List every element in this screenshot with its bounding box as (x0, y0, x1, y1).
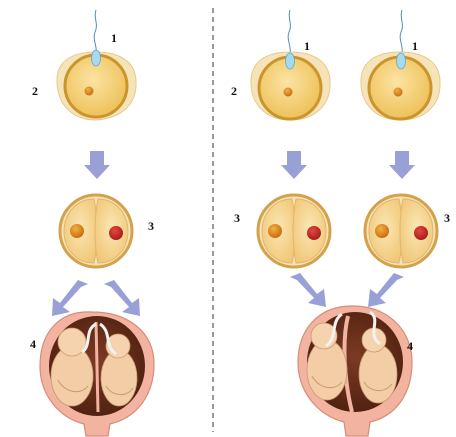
sperm-head (286, 53, 295, 69)
label-two-cell: 3 (444, 211, 450, 225)
nucleus-left (70, 224, 84, 238)
label-sperm: 1 (412, 39, 418, 53)
uterus-septum (96, 322, 98, 412)
label-egg: 2 (32, 84, 38, 98)
right-egg-a: 1 2 (231, 10, 330, 120)
arrow-split-left (52, 280, 88, 316)
sperm-tail (94, 10, 96, 56)
label-egg: 2 (231, 84, 237, 98)
left-egg-group: 1 2 (32, 10, 136, 120)
label-sperm: 1 (304, 39, 310, 53)
arrow-merge-right (368, 273, 404, 307)
right-two-cell-b: 3 (365, 195, 450, 267)
sperm-head (92, 50, 101, 66)
arrow-split-right (104, 280, 140, 316)
arrow-down (389, 151, 415, 179)
right-uterus: 4 (298, 306, 413, 436)
label-sperm: 1 (111, 31, 117, 45)
sperm-head (397, 53, 406, 69)
label-uterus: 4 (407, 339, 413, 353)
right-two-cell-a: 3 (234, 195, 330, 267)
left-two-cell-group: 3 (60, 195, 154, 267)
egg-nucleus (85, 87, 94, 96)
nucleus-right (109, 226, 123, 240)
right-egg-b: 1 (361, 10, 440, 120)
label-two-cell: 3 (148, 219, 154, 233)
left-uterus: 4 (30, 312, 154, 436)
label-two-cell: 3 (234, 211, 240, 225)
arrow-down (84, 151, 110, 179)
label-uterus: 4 (30, 337, 36, 351)
arrow-merge-left (290, 273, 326, 307)
arrow-down (281, 151, 307, 179)
